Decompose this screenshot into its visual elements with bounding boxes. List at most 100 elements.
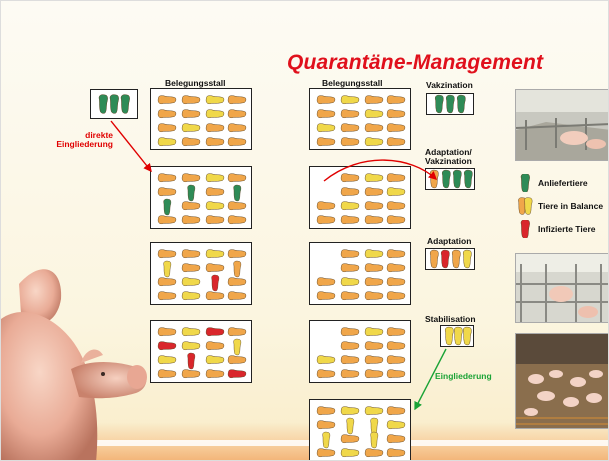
pig-icon xyxy=(205,215,225,225)
pig-icon xyxy=(364,215,384,225)
mid-box-3 xyxy=(309,242,411,305)
mid-header: Belegungsstall xyxy=(322,78,383,88)
pig-icon xyxy=(205,95,225,105)
pig-icon xyxy=(233,338,242,356)
pig-icon xyxy=(157,95,177,105)
pig-icon xyxy=(157,173,177,183)
barn-photo-2 xyxy=(515,253,608,323)
adaptation-vakzination-label: Adaptation/ Vakzination xyxy=(425,147,472,166)
pig-icon xyxy=(181,327,201,337)
barn-photo-1 xyxy=(515,89,608,161)
pig-icon xyxy=(386,406,406,416)
pig-icon xyxy=(386,137,406,147)
pig-icon xyxy=(205,291,225,301)
pig-icon xyxy=(227,173,247,183)
pig-icon xyxy=(386,187,406,197)
stabilisation-box xyxy=(440,325,474,347)
pig-icon xyxy=(205,249,225,259)
pig-icon xyxy=(205,187,225,197)
left-header: Belegungsstall xyxy=(165,78,226,88)
pig-icon xyxy=(227,291,247,301)
pig-icon xyxy=(386,355,406,365)
pig-icon xyxy=(227,277,247,287)
pig-icon xyxy=(181,369,201,379)
pig-icon xyxy=(340,327,360,337)
pig-icon xyxy=(340,355,360,365)
pig-icon xyxy=(441,169,451,189)
pig-canvas xyxy=(316,327,406,379)
pig-icon xyxy=(386,291,406,301)
pig-icon xyxy=(98,94,108,114)
pig-icon xyxy=(316,355,336,365)
pig-icon xyxy=(205,327,225,337)
pig-icon xyxy=(157,123,177,133)
left-box-1 xyxy=(150,88,252,150)
slide-title: Quarantäne-Management xyxy=(287,51,544,74)
pig-icon xyxy=(364,355,384,365)
pig-icon xyxy=(370,431,379,449)
pig-icon xyxy=(205,173,225,183)
pig-icon xyxy=(227,355,247,365)
pig-icon xyxy=(386,434,406,444)
pig-icon xyxy=(227,137,247,147)
stabilisation-label: Stabilisation xyxy=(425,314,476,324)
pig-icon xyxy=(364,109,384,119)
pig-icon xyxy=(386,448,406,458)
pig-icon xyxy=(386,215,406,225)
barn-photo-3 xyxy=(515,333,608,429)
pig-icon xyxy=(429,249,439,269)
pig-icon xyxy=(386,123,406,133)
pig-icon xyxy=(364,123,384,133)
pig-icon xyxy=(340,291,360,301)
pig-icon xyxy=(340,109,360,119)
pig-icon xyxy=(157,249,177,259)
pig-icon xyxy=(316,109,336,119)
pig-canvas xyxy=(157,249,247,301)
left-box-3 xyxy=(150,242,252,305)
pig-icon xyxy=(157,277,177,287)
pig-icon xyxy=(451,249,461,269)
pig-canvas xyxy=(434,94,466,114)
pig-canvas xyxy=(316,406,406,458)
pig-icon xyxy=(364,201,384,211)
pig-icon xyxy=(227,95,247,105)
pig-icon xyxy=(386,201,406,211)
pig-icon xyxy=(227,201,247,211)
pig-icon xyxy=(440,249,450,269)
pig-icon xyxy=(340,434,360,444)
pig-icon xyxy=(205,263,225,273)
vakzination-box xyxy=(426,93,474,115)
pig-icon xyxy=(227,249,247,259)
pig-canvas xyxy=(157,327,247,379)
pig-icon xyxy=(340,187,360,197)
pig-icon xyxy=(444,326,454,346)
pig-icon xyxy=(386,173,406,183)
pig-icon xyxy=(364,263,384,273)
pig-icon xyxy=(340,406,360,416)
pig-icon xyxy=(386,109,406,119)
pig-icon xyxy=(181,123,201,133)
pig-icon xyxy=(364,327,384,337)
pig-icon xyxy=(181,277,201,287)
pig-icon xyxy=(205,355,225,365)
pig-icon xyxy=(227,123,247,133)
pig-icon xyxy=(340,173,360,183)
pig-icon xyxy=(386,341,406,351)
pig-icon xyxy=(340,369,360,379)
pig-icon xyxy=(187,352,196,370)
pig-icon xyxy=(157,137,177,147)
pig-icon xyxy=(340,277,360,287)
pig-icon xyxy=(157,369,177,379)
pig-icon xyxy=(316,215,336,225)
left-box-4 xyxy=(150,320,252,383)
pig-icon xyxy=(364,249,384,259)
legend-item-tiere-in-balance: Tiere in Balance xyxy=(517,197,603,215)
pig-icon xyxy=(386,95,406,105)
pig-icon xyxy=(520,220,530,238)
pig-icon xyxy=(340,249,360,259)
pig-icon xyxy=(109,94,119,114)
pig-icon xyxy=(181,201,201,211)
bottom-strip xyxy=(1,440,608,446)
adaptation-label: Adaptation xyxy=(427,236,472,246)
